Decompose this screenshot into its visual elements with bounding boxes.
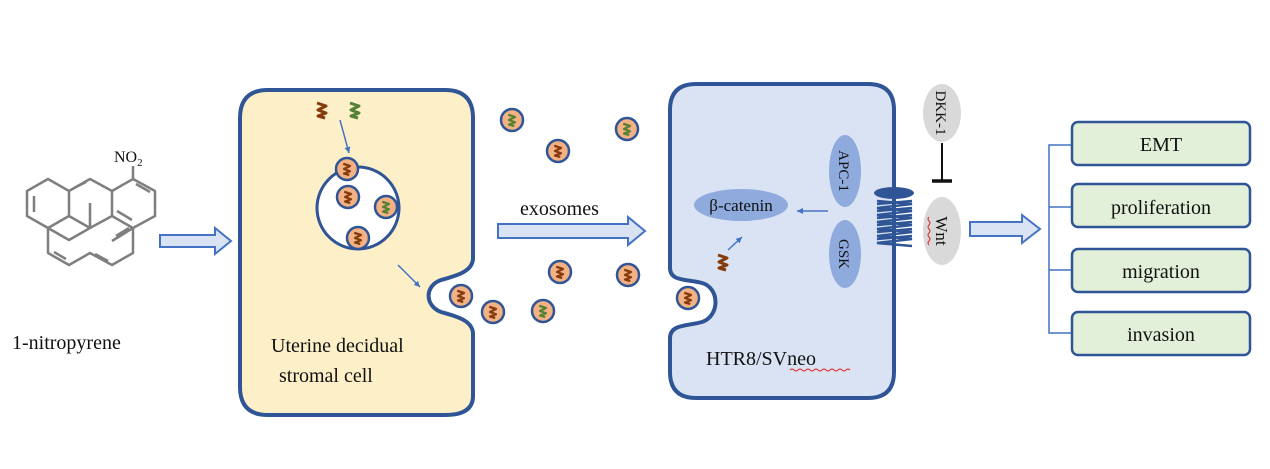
block-arrow-1 — [159, 225, 233, 257]
exosome-4 — [448, 283, 474, 309]
molecule-name: 1-nitropyrene — [12, 332, 121, 354]
beta-catenin-node — [694, 189, 788, 221]
exosome-mirna-10 — [555, 265, 565, 280]
outcome-box-invasion — [1070, 310, 1252, 357]
exosome-5 — [480, 299, 506, 325]
nitropyrene-structure — [25, 166, 157, 267]
dkk1-label: DKK-1 — [932, 91, 948, 136]
outcome-box-emt — [1070, 120, 1252, 167]
exosome-mirna-8 — [553, 144, 563, 159]
recipient-cell-label: HTR8/SVneo — [706, 348, 816, 370]
donor-cell-label-2: stromal cell — [279, 365, 373, 387]
wnt-spellcheck-underline — [927, 216, 931, 246]
apc-node — [829, 135, 861, 207]
exosome-mirna-3 — [342, 162, 352, 177]
outcome-label-proliferation: proliferation — [1111, 197, 1211, 219]
exosomes-label: exosomes — [520, 198, 599, 220]
outcome-bracket — [1048, 144, 1072, 334]
exosome-mirna-5 — [488, 305, 498, 320]
exosome-10 — [547, 259, 573, 285]
outcome-label-emt: EMT — [1140, 134, 1182, 156]
donor-cell — [238, 88, 475, 417]
block-arrow-exosomes — [497, 214, 647, 248]
exosome-mirna-4 — [456, 289, 466, 304]
outcome-label-migration: migration — [1122, 261, 1200, 283]
exosome-6 — [530, 298, 556, 324]
exosome-12 — [675, 285, 701, 311]
exosome-mirna-11 — [623, 268, 633, 283]
outcome-box-proliferation — [1070, 182, 1252, 229]
exosome-8 — [545, 138, 571, 164]
spellcheck-underline — [789, 368, 851, 372]
exosome-1 — [373, 194, 399, 220]
receptor-cap — [874, 187, 914, 199]
exosome-7 — [499, 107, 525, 133]
outcome-box-migration — [1070, 247, 1252, 294]
gsk-node — [829, 220, 861, 288]
outcome-list: EMT proliferation migration invasion — [1070, 120, 1252, 357]
exosome-mirna-2 — [353, 231, 363, 246]
wnt-label: Wnt — [932, 216, 951, 246]
exosome-mirna-1 — [381, 200, 391, 215]
exosome-mirna-0 — [343, 190, 353, 205]
exosome-9 — [614, 116, 640, 142]
donor-cell-label-1: Uterine decidual — [271, 335, 404, 357]
mirna-layer — [316, 101, 729, 272]
wnt-node — [923, 197, 961, 265]
release-arrow — [397, 264, 421, 288]
exosome-0 — [335, 184, 361, 210]
mirna-to-catenin-arrow — [727, 236, 743, 251]
no2-label: NO2 — [114, 149, 143, 169]
beta-catenin-label: β-catenin — [709, 196, 773, 215]
outcome-label-invasion: invasion — [1127, 324, 1195, 346]
apc-label: APC-1 — [835, 150, 851, 192]
exosome-2 — [345, 225, 371, 251]
uptake-arrow — [339, 119, 351, 154]
exosome-layer — [334, 107, 701, 325]
exosome-mirna-9 — [622, 122, 632, 137]
gsk-label: GSK — [835, 239, 851, 269]
dkk1-node — [923, 84, 961, 142]
block-arrow-outcomes — [969, 212, 1042, 246]
exosome-mirna-6 — [538, 304, 548, 319]
exosome-11 — [615, 262, 641, 288]
released-mirna — [717, 253, 729, 272]
exosome-mirna-12 — [683, 291, 693, 306]
free-mirna-brown — [316, 101, 328, 120]
exosome-mirna-7 — [507, 113, 517, 128]
free-mirna-green — [349, 101, 361, 120]
exosome-3 — [334, 156, 360, 182]
frizzled-receptor-icon — [876, 199, 913, 248]
